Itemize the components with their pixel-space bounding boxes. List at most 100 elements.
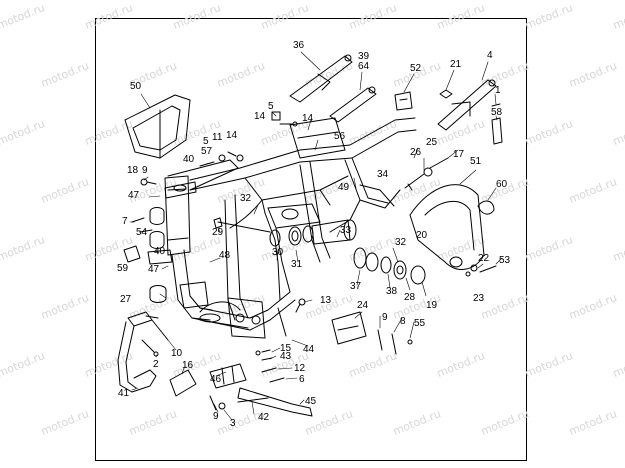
callout-27: 27 (120, 294, 132, 305)
callout-2: 2 (153, 359, 159, 370)
part-7-bolt (131, 217, 145, 223)
callout-48: 48 (219, 250, 231, 261)
callout-23: 23 (473, 293, 485, 304)
part-26-bolt (404, 167, 433, 191)
part-42-spring (237, 397, 269, 403)
part-24-bracket (331, 311, 367, 345)
callout-47a: 47 (128, 190, 140, 201)
part-1-pin (491, 103, 501, 107)
part-9c-8-55-fasteners (377, 329, 413, 355)
part-15-bolt (255, 349, 271, 356)
callout-11: 11 (212, 132, 223, 143)
part-39-rail (329, 86, 377, 123)
neck-gusset (167, 159, 239, 191)
callout-32b: 32 (395, 237, 407, 248)
part-41-crash-bar (117, 311, 159, 393)
callout-32a: 32 (240, 193, 252, 204)
callout-56: 56 (334, 131, 346, 142)
callout-45: 45 (305, 396, 317, 407)
callout-52: 52 (410, 63, 422, 74)
callout-28: 28 (404, 292, 416, 303)
part-18-bolt (140, 178, 157, 186)
callout-9c: 9 (382, 312, 388, 323)
leader-lines (129, 51, 503, 421)
callout-21: 21 (450, 59, 462, 70)
part-51-cover (409, 184, 485, 270)
callout-15: 15 (280, 343, 292, 354)
callout-26: 26 (410, 147, 422, 158)
part-2-bolt (141, 339, 155, 353)
callout-64: 64 (358, 61, 370, 72)
callout-5a: 5 (268, 101, 274, 112)
part-9b-bolt (209, 395, 217, 411)
callout-60: 60 (496, 179, 508, 190)
front-mount-block (179, 281, 209, 309)
part-40-bushing (149, 207, 165, 225)
callout-13: 13 (320, 295, 332, 306)
main-frame (147, 117, 417, 339)
part-14b-bolt (279, 121, 298, 127)
callout-34: 34 (377, 169, 389, 180)
callout-17: 17 (453, 149, 465, 160)
part-3-washer (218, 402, 226, 410)
callout-14a: 14 (254, 111, 266, 122)
callout-4: 4 (487, 50, 493, 61)
callout-49: 49 (338, 182, 350, 193)
part-4-rail (437, 79, 497, 131)
part-59-bracket (123, 245, 141, 263)
part-47-bracket (164, 181, 197, 199)
part-50-cover (124, 94, 191, 159)
part-44-bolt (277, 307, 287, 337)
part-11-washer (218, 154, 226, 162)
callout-39: 39 (358, 51, 370, 62)
part-45-kickstand (237, 387, 313, 417)
callout-7: 7 (122, 216, 128, 227)
part-60-cap (477, 200, 495, 215)
callout-46: 46 (210, 374, 222, 385)
part-46-jiffy-mount (209, 363, 247, 389)
crossmember-plate (289, 117, 346, 159)
callout-37: 37 (350, 281, 362, 292)
motor-mount-plate (227, 297, 266, 339)
part-22-fasteners (465, 264, 497, 277)
part-58-plate (491, 117, 503, 145)
part-17-bolt (429, 157, 449, 169)
callout-42: 42 (258, 412, 270, 423)
callout-47b: 47 (148, 264, 160, 275)
callout-12: 12 (294, 363, 306, 374)
callout-29: 29 (212, 227, 224, 238)
callout-9b: 9 (213, 411, 219, 422)
part-2-washer (153, 351, 159, 357)
swingarm-bearing-stack (213, 217, 426, 285)
callout-9a: 9 (142, 165, 148, 176)
callout-51: 51 (470, 156, 482, 167)
part-6-bolt (269, 377, 285, 383)
callout-53: 53 (499, 255, 511, 266)
callout-44: 44 (303, 344, 315, 355)
callout-10: 10 (171, 348, 183, 359)
callout-14c: 14 (226, 130, 238, 141)
part-43-bolt (261, 357, 273, 361)
part-36-rail (289, 54, 353, 103)
part-40b-bushing (149, 231, 165, 249)
steering-neck (164, 175, 191, 256)
callout-55: 55 (414, 318, 426, 329)
part-27-bushing (149, 285, 167, 303)
callout-8: 8 (400, 316, 406, 327)
callout-22: 22 (478, 253, 490, 264)
callout-18: 18 (127, 165, 139, 176)
callout-58: 58 (491, 107, 503, 118)
part-54-bolt (139, 229, 153, 233)
callout-14b: 14 (302, 113, 314, 124)
upper-frame-rail (244, 175, 349, 201)
callout-3: 3 (230, 418, 236, 429)
callout-1: 1 (495, 85, 501, 96)
callout-31: 31 (291, 259, 303, 270)
callout-43: 43 (280, 351, 292, 362)
callout-6: 6 (299, 374, 305, 385)
cradle-crossbar (199, 319, 249, 329)
rear-frame-stay (344, 159, 401, 209)
callout-50: 50 (130, 81, 142, 92)
